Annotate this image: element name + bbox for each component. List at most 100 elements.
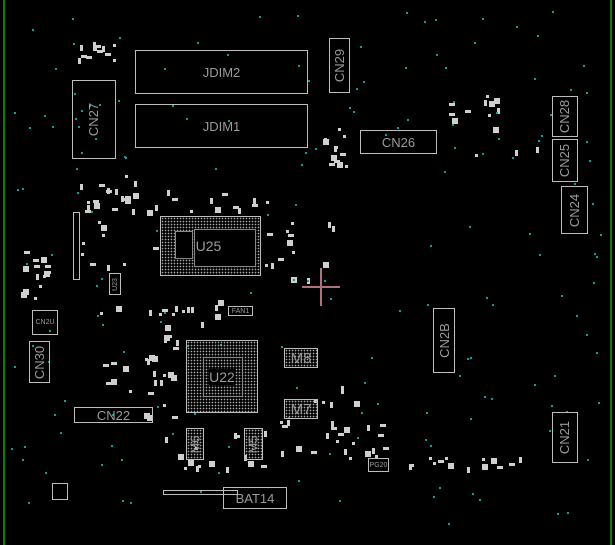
smd-pad	[123, 365, 130, 372]
smd-pad	[252, 198, 256, 205]
board-edge-right	[610, 0, 612, 545]
component-m8[interactable]: M8	[284, 348, 318, 368]
via	[21, 458, 24, 461]
smd-pad	[176, 339, 180, 346]
component-label: CN27	[86, 102, 102, 137]
component-label: CN29	[332, 48, 347, 83]
component-cn27[interactable]: CN27	[72, 80, 116, 159]
smd-pad	[285, 229, 289, 233]
component-jdim2[interactable]: JDIM2	[135, 50, 308, 94]
smd-pad	[148, 354, 155, 361]
smd-pad	[163, 335, 170, 342]
via	[55, 67, 58, 70]
smd-pad	[310, 451, 317, 455]
smd-pad	[292, 250, 296, 254]
via	[121, 459, 124, 462]
component-connector[interactable]	[73, 212, 80, 280]
via	[539, 254, 542, 257]
smd-pad	[102, 363, 109, 367]
via	[123, 155, 126, 158]
smd-pad	[330, 154, 337, 161]
component-fan1[interactable]: FAN1	[228, 306, 253, 316]
via	[482, 152, 485, 155]
component-cn24[interactable]: CN24	[561, 186, 588, 234]
smd-pad	[147, 415, 154, 422]
via	[429, 445, 432, 448]
via	[78, 125, 81, 128]
via	[491, 398, 494, 401]
component-jdim1[interactable]: JDIM1	[135, 104, 308, 148]
via	[586, 140, 589, 143]
via	[426, 411, 429, 414]
via	[300, 164, 303, 167]
component-cn2b[interactable]: CN2B	[433, 308, 455, 373]
via	[164, 311, 167, 314]
smd-pad	[39, 285, 43, 289]
via	[95, 137, 98, 140]
component-u22[interactable]: U22	[186, 340, 258, 413]
via	[50, 254, 53, 257]
via	[550, 405, 553, 408]
via	[439, 486, 442, 489]
via	[295, 387, 298, 390]
smd-pad	[123, 263, 127, 267]
smd-pad	[264, 264, 268, 268]
via	[407, 119, 410, 122]
component-cn22[interactable]: CN22	[74, 407, 153, 423]
via	[588, 159, 591, 162]
smd-pad	[78, 58, 82, 62]
component-cn29[interactable]: CN29	[329, 38, 350, 93]
smd-pad	[348, 456, 352, 460]
smd-pad	[105, 381, 112, 385]
via	[90, 211, 93, 214]
smd-pad	[352, 442, 356, 446]
via	[14, 366, 17, 369]
die	[175, 231, 193, 259]
via	[470, 418, 473, 421]
component-cn21[interactable]: CN21	[552, 412, 578, 463]
smd-pad	[159, 380, 163, 387]
via	[485, 296, 488, 299]
smd-pad	[167, 190, 171, 197]
via	[557, 512, 560, 515]
component-u23[interactable]: U23	[109, 273, 121, 295]
via	[117, 99, 120, 102]
component-cn28[interactable]: CN28	[552, 96, 578, 137]
smd-pad	[260, 465, 267, 469]
via	[566, 512, 569, 515]
component-cn26[interactable]: CN26	[360, 130, 437, 154]
component-cn2u[interactable]: CN2U	[32, 310, 58, 335]
via	[569, 89, 572, 92]
component-m6[interactable]: M6	[186, 428, 204, 460]
via	[353, 110, 356, 113]
via	[218, 472, 221, 475]
via	[565, 410, 568, 413]
component-cn25[interactable]: CN25	[552, 139, 578, 182]
component-m7[interactable]: M7	[284, 399, 318, 419]
component-label: CN21	[557, 420, 573, 455]
component-cn30[interactable]: CN30	[29, 341, 50, 383]
via	[356, 437, 359, 440]
component-m5[interactable]: M5	[244, 428, 263, 460]
smd-pad	[172, 416, 179, 420]
die	[194, 229, 256, 267]
via	[11, 447, 14, 450]
smd-pad	[482, 463, 489, 470]
via	[80, 109, 83, 112]
component-bat14[interactable]: BAT14	[223, 487, 287, 509]
component-pg20[interactable]: PG20	[368, 458, 389, 472]
component-u25[interactable]: U25	[160, 216, 261, 276]
component-connector[interactable]	[163, 490, 238, 495]
smd-pad	[154, 380, 158, 387]
smd-pad	[343, 135, 347, 139]
via	[595, 255, 598, 258]
smd-pad	[93, 44, 97, 51]
via	[25, 263, 28, 266]
smd-pad	[337, 161, 344, 168]
smd-pad	[474, 153, 478, 157]
component-pad[interactable]	[52, 483, 68, 500]
component-label: M5	[246, 434, 261, 454]
via	[49, 330, 52, 333]
component-label: CN2B	[436, 323, 452, 358]
